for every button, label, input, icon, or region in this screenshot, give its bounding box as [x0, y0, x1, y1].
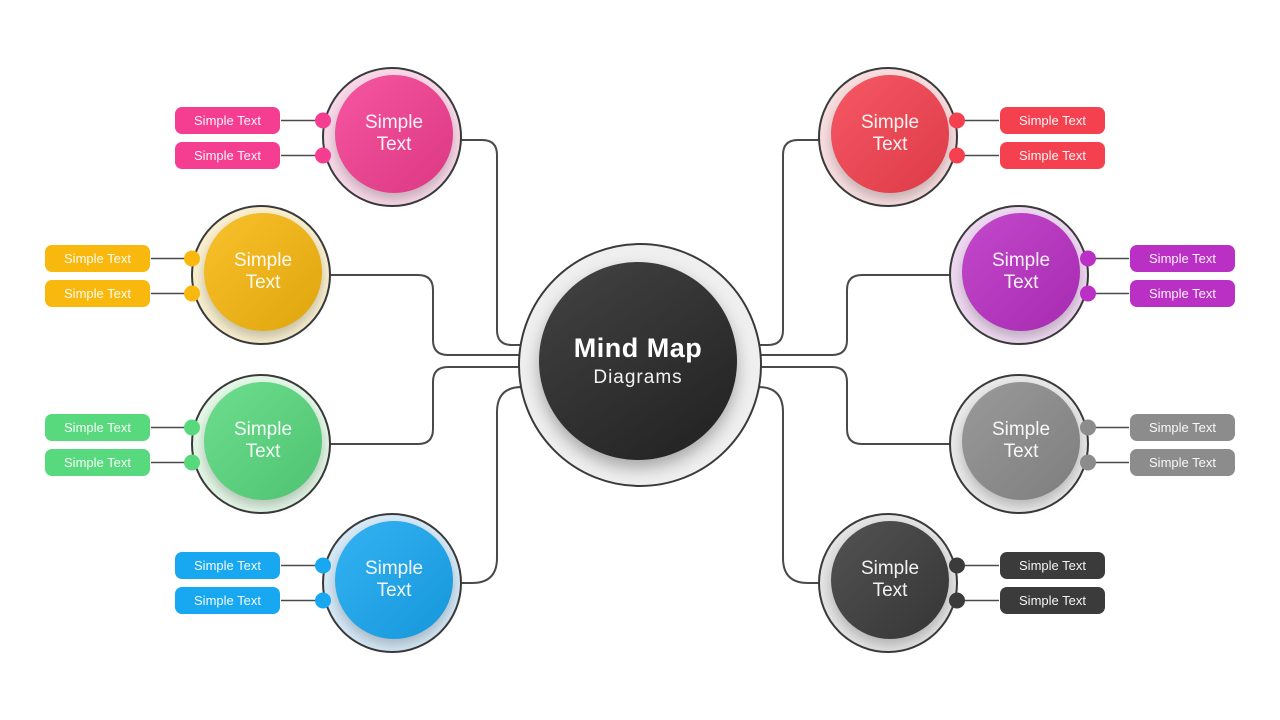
branch-title: Simple Text	[233, 250, 293, 293]
center-subtitle: Diagrams	[593, 367, 683, 388]
branch-circle	[335, 75, 453, 193]
center-text: Mind Map Diagrams	[539, 262, 737, 460]
center-title: Mind Map	[573, 333, 703, 363]
branch-node-dark: Simple Text	[818, 513, 958, 653]
center-circle	[539, 262, 737, 460]
label-pill: Simple Text	[1000, 107, 1105, 134]
center-node: Mind Map Diagrams	[518, 243, 762, 487]
label-pill: Simple Text	[175, 552, 280, 579]
label-pill: Simple Text	[45, 245, 150, 272]
branch-title: Simple Text	[364, 558, 424, 601]
label-pill: Simple Text	[45, 280, 150, 307]
label-pill: Simple Text	[45, 414, 150, 441]
branch-title: Simple Text	[860, 558, 920, 601]
branch-circle	[962, 382, 1080, 500]
label-pill: Simple Text	[1000, 142, 1105, 169]
branch-node-yellow: Simple Text	[191, 205, 331, 345]
label-pill: Simple Text	[1130, 414, 1235, 441]
label-pill: Simple Text	[1130, 245, 1235, 272]
branch-title: Simple Text	[991, 419, 1051, 462]
branch-title: Simple Text	[233, 419, 293, 462]
branch-circle	[831, 75, 949, 193]
branch-node-gray: Simple Text	[949, 374, 1089, 514]
label-pill: Simple Text	[1130, 449, 1235, 476]
branch-circle	[204, 213, 322, 331]
label-pill: Simple Text	[175, 142, 280, 169]
branch-node-green: Simple Text	[191, 374, 331, 514]
branch-circle	[831, 521, 949, 639]
branch-circle	[204, 382, 322, 500]
label-pill: Simple Text	[1000, 552, 1105, 579]
branch-title: Simple Text	[991, 250, 1051, 293]
branch-node-pink: Simple Text	[322, 67, 462, 207]
branch-circle	[335, 521, 453, 639]
branch-node-purple: Simple Text	[949, 205, 1089, 345]
branch-node-blue: Simple Text	[322, 513, 462, 653]
label-pill: Simple Text	[1000, 587, 1105, 614]
label-pill: Simple Text	[1130, 280, 1235, 307]
branch-circle	[962, 213, 1080, 331]
label-pill: Simple Text	[175, 587, 280, 614]
label-pill: Simple Text	[45, 449, 150, 476]
label-pill: Simple Text	[175, 107, 280, 134]
branch-title: Simple Text	[364, 112, 424, 155]
branch-node-red: Simple Text	[818, 67, 958, 207]
branch-title: Simple Text	[860, 112, 920, 155]
